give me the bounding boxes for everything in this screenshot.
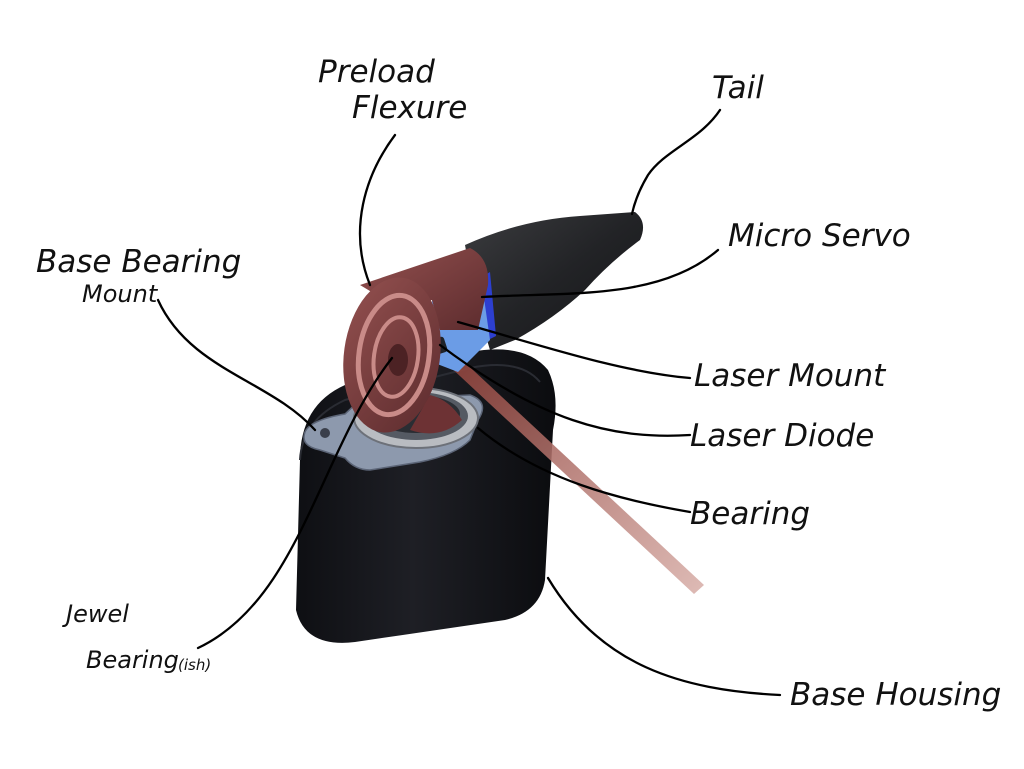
leader-base-housing bbox=[548, 578, 780, 695]
label-bearing: Bearing bbox=[690, 496, 810, 532]
label-micro-servo: Micro Servo bbox=[728, 218, 911, 254]
device-illustration bbox=[296, 212, 704, 643]
label-jewel-bearing-line1: Jewel bbox=[62, 600, 129, 628]
label-preload-flexure-line1: Preload bbox=[318, 54, 435, 90]
label-laser-diode: Laser Diode bbox=[690, 418, 874, 454]
label-base-bearing-mount-line2: Mount bbox=[82, 280, 159, 308]
label-jewel-bearing-line2: Bearing bbox=[86, 646, 179, 674]
leader-tail bbox=[632, 110, 720, 214]
label-laser-mount: Laser Mount bbox=[694, 358, 887, 394]
label-jewel-bearing-line3: (ish) bbox=[178, 656, 211, 674]
label-tail: Tail bbox=[712, 70, 764, 106]
leader-preload-flexure bbox=[360, 135, 395, 285]
label-base-housing: Base Housing bbox=[790, 677, 1001, 713]
mount-hole bbox=[320, 428, 330, 438]
label-preload-flexure-line2: Flexure bbox=[352, 90, 467, 126]
leader-base-bearing-mount bbox=[158, 300, 315, 430]
label-base-bearing-mount-line1: Base Bearing bbox=[36, 244, 241, 280]
